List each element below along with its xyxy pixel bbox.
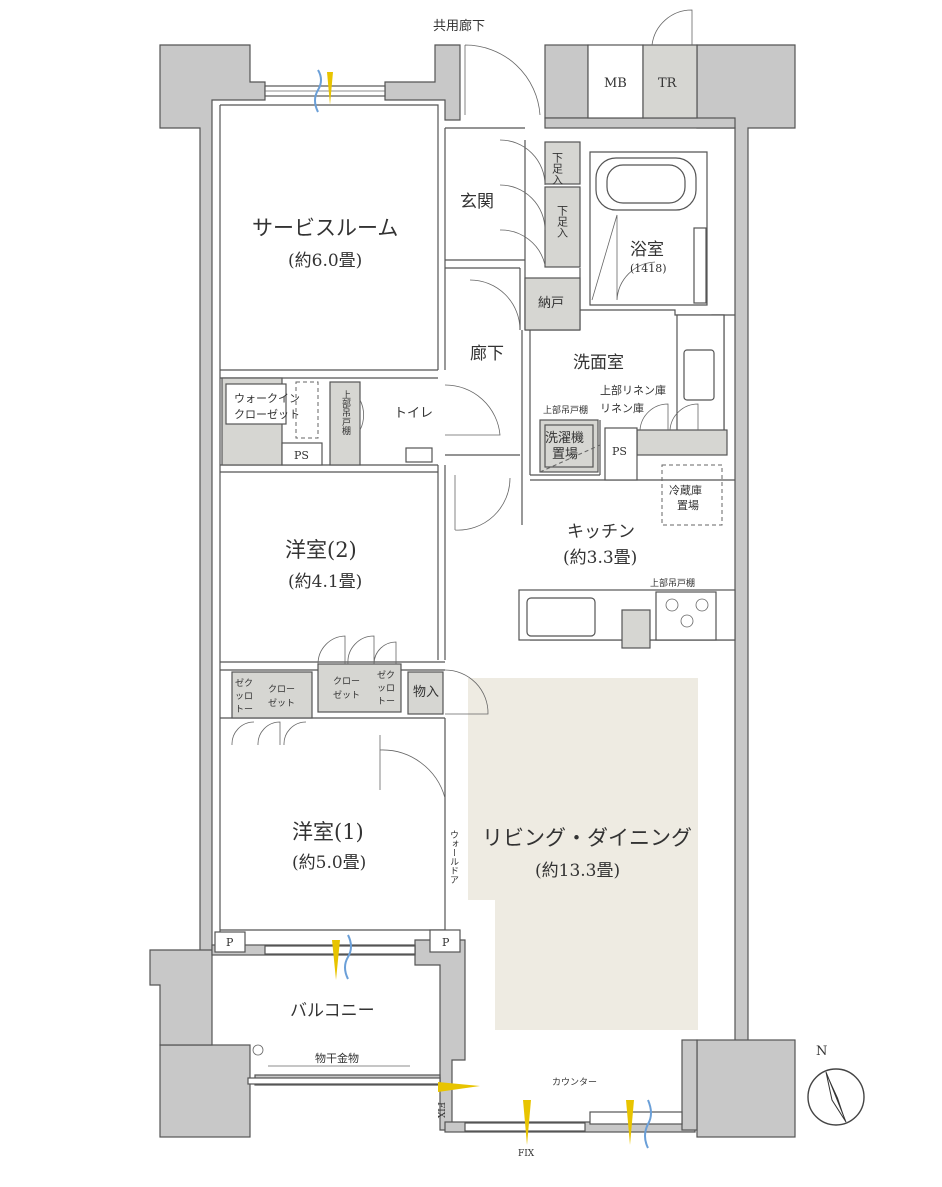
label-fix-bottom: FIX	[518, 1149, 535, 1159]
compass-north-icon: N	[807, 1044, 865, 1126]
label-shoe-box-2: 下足入	[556, 205, 569, 238]
room-labels: 共用廊下 MB TR 玄関 下足入 下足入 浴室 (1418) 納戸 サービスル…	[226, 18, 702, 1159]
label-closet-d-3: トー	[377, 697, 395, 707]
label-western-2: 洋室(2)	[285, 538, 357, 562]
label-washer-1: 洗濯機	[545, 431, 584, 446]
label-closet-b-2: ゼット	[268, 697, 295, 709]
label-p-left: P	[226, 936, 234, 949]
label-walkin-1: ウォークイン	[234, 392, 300, 405]
label-common-corridor: 共用廊下	[433, 18, 485, 34]
label-kitchen-size: (約3.3畳)	[563, 548, 637, 568]
label-fix-vertical: FIX	[435, 1102, 445, 1119]
label-living: リビング・ダイニング	[482, 826, 692, 850]
label-walkin-2: クローゼット	[234, 408, 300, 421]
label-shoe-box-1: 下足入	[551, 152, 564, 185]
label-upper-cabinet-kitchen: 上部吊戸棚	[650, 577, 695, 589]
label-service-room: サービスルーム	[252, 216, 398, 240]
windows	[247, 85, 683, 1132]
label-living-size: (約13.3畳)	[535, 861, 620, 881]
label-tr: TR	[658, 76, 678, 91]
label-upper-cabinet-toilet: 上部吊戸棚	[340, 390, 351, 436]
label-balcony: バルコニー	[290, 1001, 375, 1021]
label-closet-a-3: トー	[235, 705, 253, 715]
label-upper-linen: 上部リネン庫	[600, 383, 666, 397]
label-drying-rack: 物干金物	[315, 1051, 359, 1065]
label-closet-c-1: クロー	[333, 676, 360, 687]
living-floor	[468, 678, 698, 1030]
label-toilet: トイレ	[394, 406, 433, 421]
compass-north-label: N	[816, 1044, 827, 1059]
label-upper-cabinet-wash: 上部吊戸棚	[543, 404, 588, 416]
label-kitchen: キッチン	[567, 522, 635, 542]
label-bath: 浴室	[630, 240, 664, 260]
tr-closet	[642, 44, 698, 119]
label-fridge-1: 冷蔵庫	[669, 483, 702, 497]
label-closet-a-2: ッロ	[235, 692, 253, 702]
label-service-room-size: (約6.0畳)	[288, 251, 362, 271]
label-western-2-size: (約4.1畳)	[288, 572, 362, 592]
door-swings	[231, 139, 546, 799]
label-mb: MB	[604, 76, 627, 91]
label-p-right: P	[442, 936, 450, 949]
label-storage: 物入	[413, 685, 439, 700]
label-closet-c-2: ゼット	[333, 689, 360, 701]
label-ps-wash: PS	[612, 445, 627, 458]
entrance-door-swing	[464, 44, 541, 116]
label-linen: リネン庫	[600, 401, 644, 415]
label-western-1-size: (約5.0畳)	[292, 853, 366, 873]
label-closet-d-1: ゼク	[377, 669, 395, 681]
label-hallway: 廊下	[470, 344, 504, 364]
mb-closet	[587, 44, 644, 119]
label-entrance: 玄関	[460, 192, 494, 212]
airflow-icons	[314, 69, 652, 1149]
label-fridge-2: 置場	[677, 499, 699, 512]
label-washer-2: 置場	[552, 447, 578, 462]
label-counter: カウンター	[552, 1077, 597, 1088]
label-bath-size: (1418)	[630, 262, 667, 275]
label-western-1: 洋室(1)	[292, 820, 364, 844]
label-closet-b-1: クロー	[268, 684, 295, 695]
label-wall-door: ウォールドア	[448, 830, 459, 884]
label-closet-d-2: ッロ	[377, 684, 395, 694]
label-washroom: 洗面室	[573, 353, 624, 373]
fixtures	[214, 141, 736, 1056]
label-closet-a-1: ゼク	[235, 677, 253, 689]
tr-door-swing	[651, 9, 693, 46]
label-ps-toilet: PS	[294, 449, 309, 462]
label-storage-nando: 納戸	[538, 296, 564, 311]
